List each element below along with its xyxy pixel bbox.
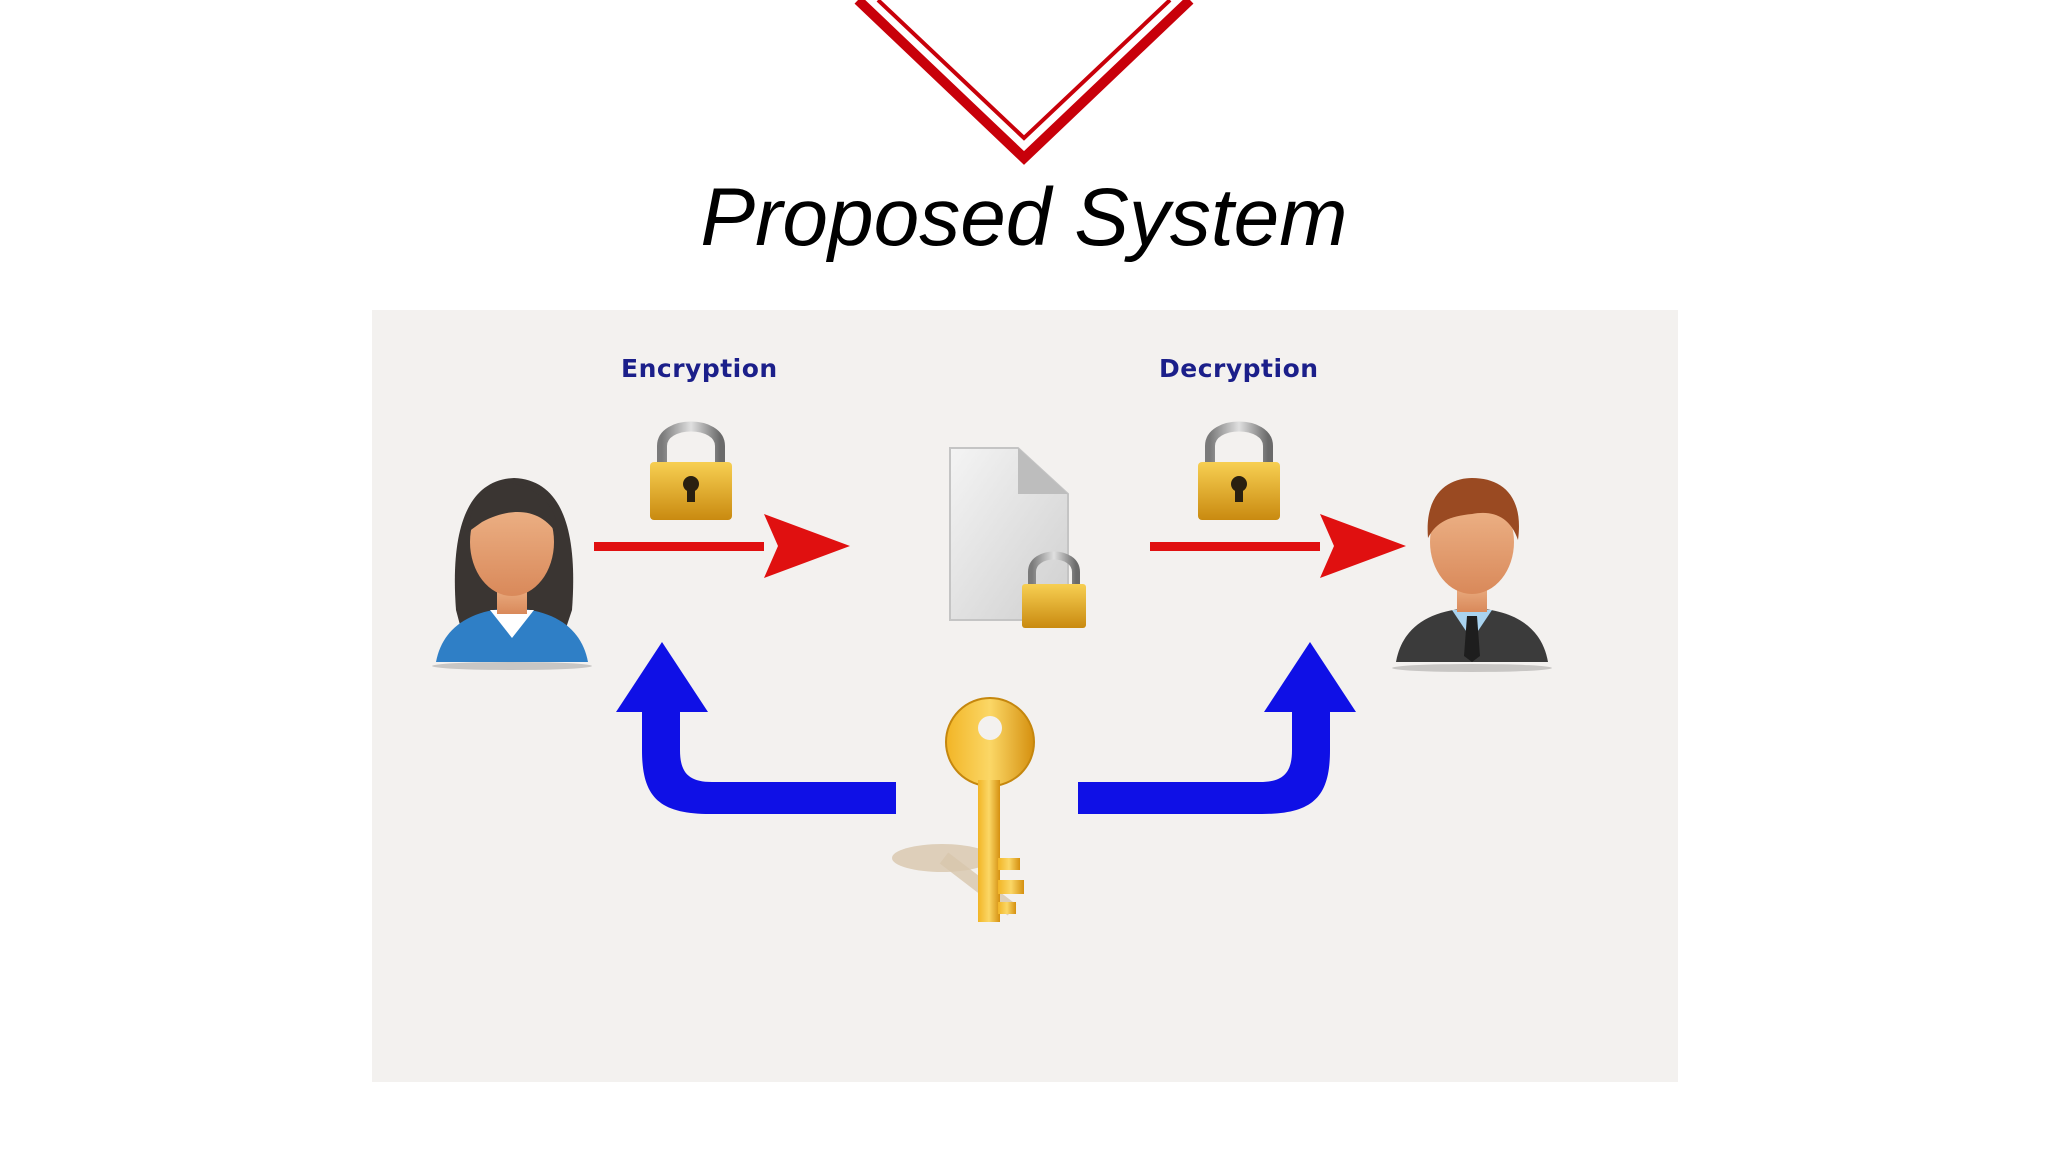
padlock-icon: [1198, 421, 1280, 520]
padlock-icon: [650, 421, 732, 520]
encrypted-document-icon: [949, 447, 1086, 628]
slide-title: Proposed System: [700, 172, 1348, 263]
diagram-graphics: [432, 421, 1552, 922]
key-distribution-arrow-icon: [1078, 642, 1356, 814]
encryption-label: Encryption: [621, 354, 778, 383]
encryption-diagram: Encryption Decryption: [372, 310, 1678, 1082]
send-arrow-icon: [1150, 514, 1406, 578]
female-user-icon: [432, 478, 592, 670]
decryption-label: Decryption: [1159, 354, 1319, 383]
male-user-icon: [1392, 478, 1552, 672]
send-arrow-icon: [594, 514, 850, 578]
key-icon: [892, 697, 1035, 922]
chevron-decoration: [854, 0, 1194, 165]
key-distribution-arrow-icon: [616, 642, 896, 814]
